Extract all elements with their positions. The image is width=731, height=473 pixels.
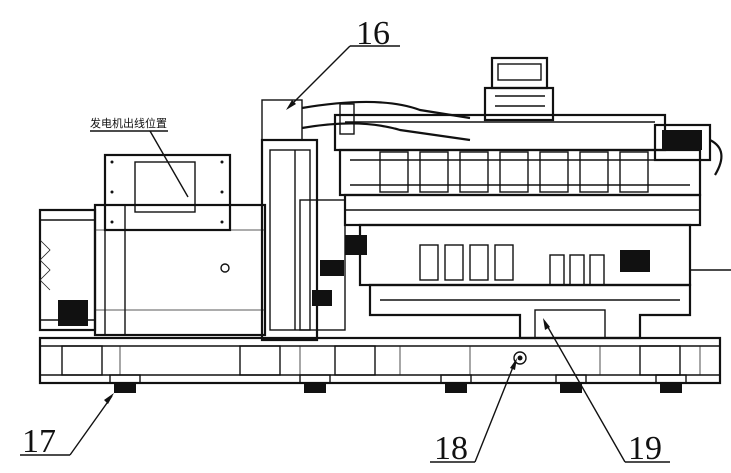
injection-pumps xyxy=(419,244,605,286)
callout-16-number: 16 xyxy=(356,15,390,52)
cylinder-heads xyxy=(379,151,649,193)
intake-piping xyxy=(301,100,471,142)
callout-19-number: 19 xyxy=(628,430,662,467)
callout-17-number: 17 xyxy=(22,423,56,460)
callout-17: 17 xyxy=(20,393,114,460)
callout-19: 19 xyxy=(543,318,670,467)
generator-outlet-label: 发电机出线位置 xyxy=(90,116,167,130)
callout-16: 16 xyxy=(286,15,400,110)
vibration-mounts xyxy=(109,374,687,393)
base-frame xyxy=(38,336,722,385)
outlet-annotation: 发电机出线位置 xyxy=(90,116,189,198)
callout-18-number: 18 xyxy=(434,430,468,467)
fuel-drain-plug xyxy=(513,351,527,365)
alternator xyxy=(38,153,267,337)
coupling-housing xyxy=(260,99,346,342)
callout-18: 18 xyxy=(430,358,517,467)
engine xyxy=(333,56,731,340)
